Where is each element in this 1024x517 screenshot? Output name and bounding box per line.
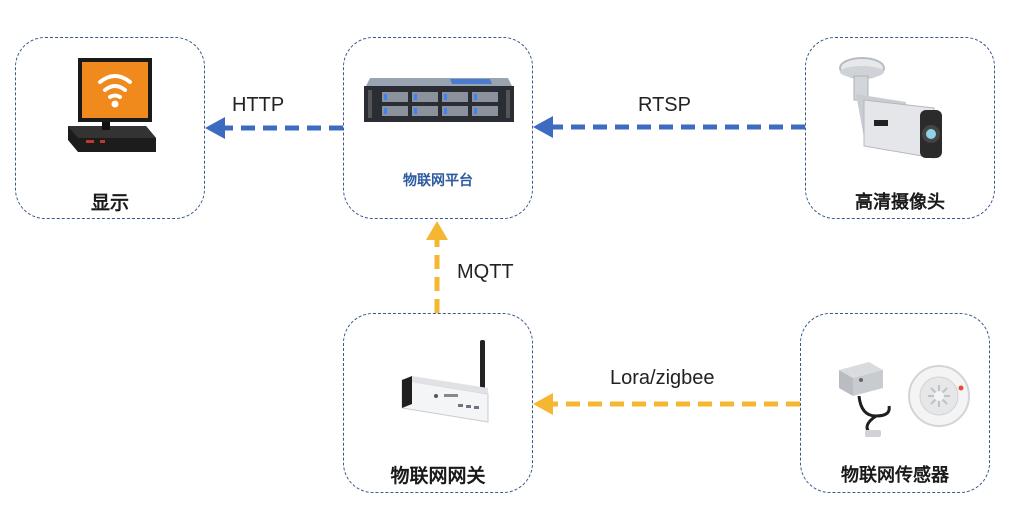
iot-gateway-icon [401, 340, 489, 423]
display-tv-icon [68, 58, 156, 152]
edge-label-mqtt: MQTT [457, 261, 514, 283]
rack-server-icon [364, 78, 514, 122]
node-label-display: 显示 [90, 192, 129, 214]
node-camera: 高清摄像头 [805, 37, 995, 219]
edge-rtsp [533, 116, 805, 138]
cctv-camera-icon [839, 57, 942, 159]
sensors-icon [839, 362, 970, 437]
edge-lora [533, 393, 800, 415]
node-display: 显示 [15, 37, 205, 219]
edge-http [205, 117, 343, 139]
edge-label-rtsp: RTSP [638, 94, 691, 116]
node-label-platform: 物联网平台 [403, 173, 473, 189]
edge-mqtt [426, 221, 448, 313]
node-sensor: 物联网传感器 [800, 313, 990, 493]
edge-label-http: HTTP [232, 94, 285, 116]
edge-label-lora: Lora/zigbee [610, 367, 715, 389]
node-gateway: 物联网网关 [343, 313, 533, 493]
node-label-gateway: 物联网网关 [390, 465, 486, 487]
node-label-camera: 高清摄像头 [855, 192, 945, 213]
node-platform: 物联网平台 [343, 37, 533, 219]
node-label-sensor: 物联网传感器 [841, 465, 949, 486]
